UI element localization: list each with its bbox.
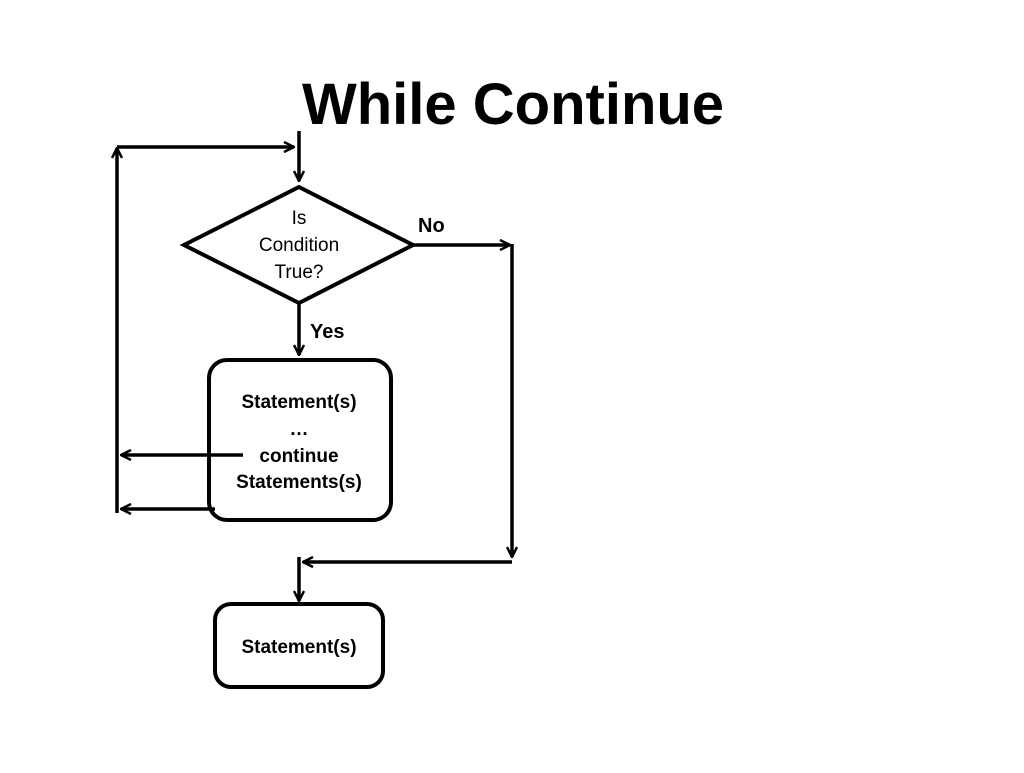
loop-body-line-3: continue	[259, 446, 338, 467]
loop-body-line-2: …	[290, 419, 309, 440]
no-label: No	[418, 215, 445, 237]
decision-text-line-1: Is	[292, 208, 307, 229]
diagram-title: While Continue	[302, 72, 725, 137]
decision-text-line-3: True?	[275, 262, 324, 283]
after-loop-text: Statement(s)	[241, 637, 356, 658]
loop-body-line-1: Statement(s)	[241, 392, 356, 413]
decision-text-line-2: Condition	[259, 235, 339, 256]
loop-body-box	[207, 358, 393, 522]
yes-label: Yes	[310, 321, 344, 343]
loop-body-line-4: Statements(s)	[236, 472, 362, 493]
after-loop-box	[213, 602, 385, 689]
